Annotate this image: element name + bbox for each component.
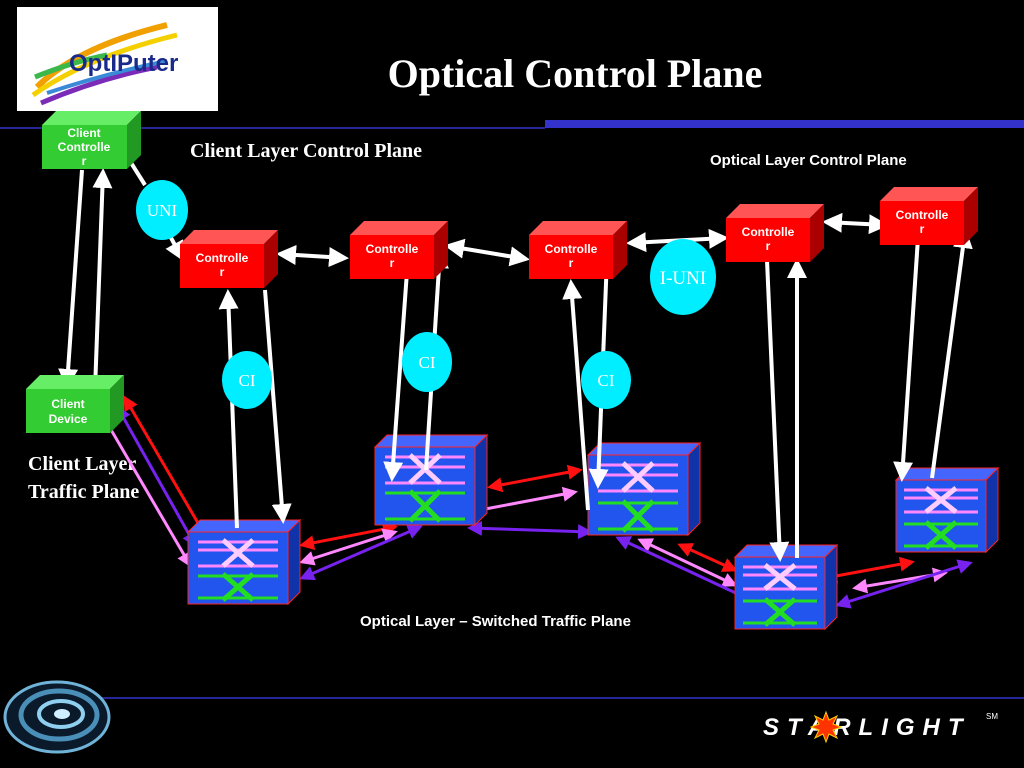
client-controller-box[interactable]: Client Controlle r xyxy=(42,111,141,169)
client-layer-control-plane-label: Client Layer Control Plane xyxy=(190,140,423,162)
client-layer-traffic-plane-label-line2: Traffic Plane xyxy=(28,481,140,503)
galaxy-swirl-icon xyxy=(3,680,111,754)
controller-box-2[interactable]: Controlle r xyxy=(350,221,448,279)
ci-interface-3[interactable]: CI xyxy=(581,351,631,409)
ci-interface-1[interactable]: CI xyxy=(222,351,272,409)
ci-interface-2[interactable]: CI xyxy=(402,332,452,392)
client-device-box[interactable]: Client Device xyxy=(26,375,124,433)
optical-switch xyxy=(373,433,489,527)
optical-switch xyxy=(894,466,1000,554)
uni-interface[interactable]: UNI xyxy=(136,180,188,240)
header-rule xyxy=(0,120,1024,129)
optical-layer-control-plane-label: Optical Layer Control Plane xyxy=(710,152,907,169)
starburst-icon xyxy=(809,710,843,744)
slide-title: Optical Control Plane xyxy=(387,51,763,96)
controller-box-4[interactable]: Controlle r xyxy=(726,204,824,262)
optical-switch xyxy=(733,543,839,631)
optical-switch xyxy=(186,518,302,606)
optical-switched-plane-label: Optical Layer – Switched Traffic Plane xyxy=(360,613,631,630)
control-links xyxy=(58,156,973,562)
i-uni-interface[interactable]: I-UNI xyxy=(650,239,716,315)
controller-box-5[interactable]: Controlle r xyxy=(880,187,978,245)
starlight-sm-mark: SM xyxy=(986,712,998,721)
starlight-logo: STARLIGHT SM xyxy=(763,710,998,744)
optical-switch xyxy=(586,441,702,537)
traffic-links xyxy=(108,395,973,609)
controller-box-3[interactable]: Controlle r xyxy=(529,221,627,279)
controller-box-1[interactable]: Controlle r xyxy=(180,230,278,288)
starlight-logo-text: STARLIGHT xyxy=(763,714,971,741)
client-layer-traffic-plane-label-line1: Client Layer xyxy=(28,453,137,475)
